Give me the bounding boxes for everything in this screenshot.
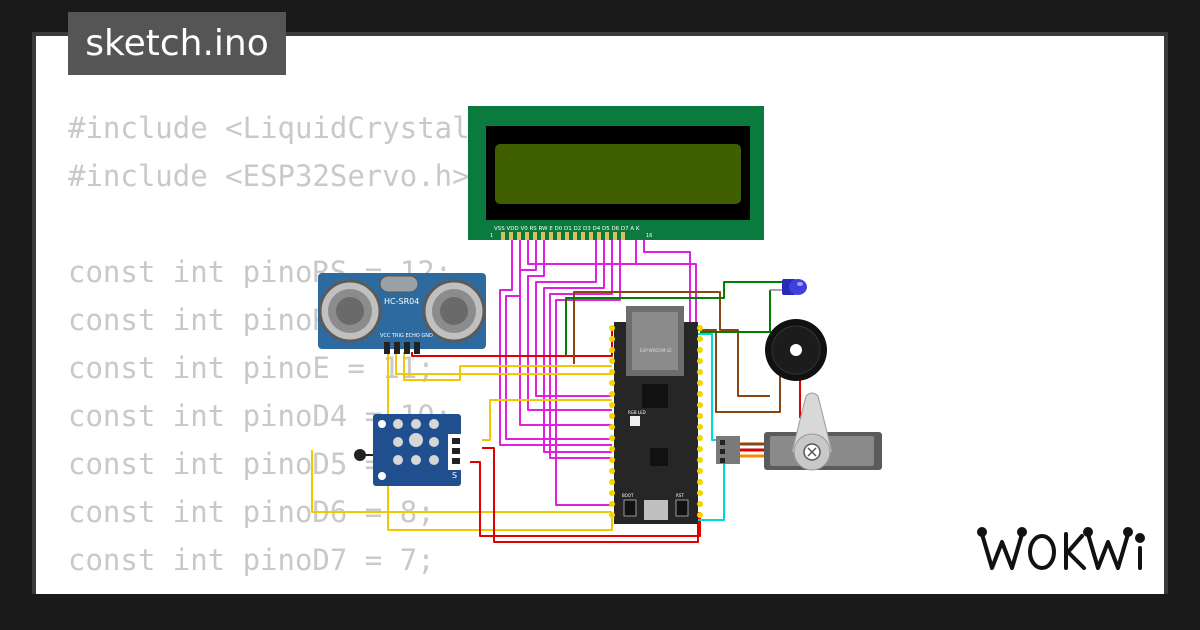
lcd-display[interactable]: VSS VDD V0 RS RW E D0 D1 D2 D3 D4 D5 D6 …	[468, 106, 764, 240]
lcd-pin-labels: VSS VDD V0 RS RW E D0 D1 D2 D3 D4 D5 D6 …	[494, 226, 640, 232]
lcd-pin-first: 1	[490, 233, 493, 239]
ultrasonic-sensor[interactable]: HC-SR04 VCC TRIG ECHO GND	[318, 273, 486, 354]
buzzer[interactable]	[765, 319, 827, 381]
lcd-pins	[501, 232, 625, 240]
esp32-chip-label: ESP-WROOM-32	[640, 348, 672, 353]
bottom-bar	[0, 594, 1200, 630]
ultrasonic-pins	[384, 342, 420, 354]
code-line: const int pinoE = 11;	[68, 351, 435, 385]
ultrasonic-pin-labels: VCC TRIG ECHO GND	[380, 333, 433, 339]
esp32-right-pins	[697, 325, 703, 518]
esp32-board[interactable]: ESP-WROOM-32 RGB LED BOOT RST	[609, 306, 703, 524]
brown-wires	[573, 291, 781, 413]
servo-motor[interactable]	[716, 392, 882, 471]
sensor-module[interactable]: S	[354, 414, 464, 486]
esp32-rgb-label: RGB LED	[628, 410, 646, 415]
code-line: #include <ESP32Servo.h>	[68, 159, 470, 193]
led[interactable]	[770, 279, 807, 295]
lcd-pin-last: 16	[646, 233, 652, 239]
power-wires	[411, 330, 801, 543]
code-line: const int pinoD7 = 7;	[68, 543, 435, 577]
file-tab[interactable]: sketch.ino	[68, 12, 286, 75]
sensor-pin-label: S	[452, 471, 457, 480]
code-line: LiquidCrystal lcd(pinoRS, pinoRW, pinoE,…	[68, 584, 1028, 594]
esp32-rst-label: RST	[676, 493, 684, 498]
esp32-left-pins	[609, 325, 615, 518]
wokwi-logo	[977, 527, 1145, 570]
ultrasonic-label: HC-SR04	[384, 297, 419, 306]
esp32-boot-label: BOOT	[622, 493, 634, 498]
green-wires	[565, 281, 788, 356]
